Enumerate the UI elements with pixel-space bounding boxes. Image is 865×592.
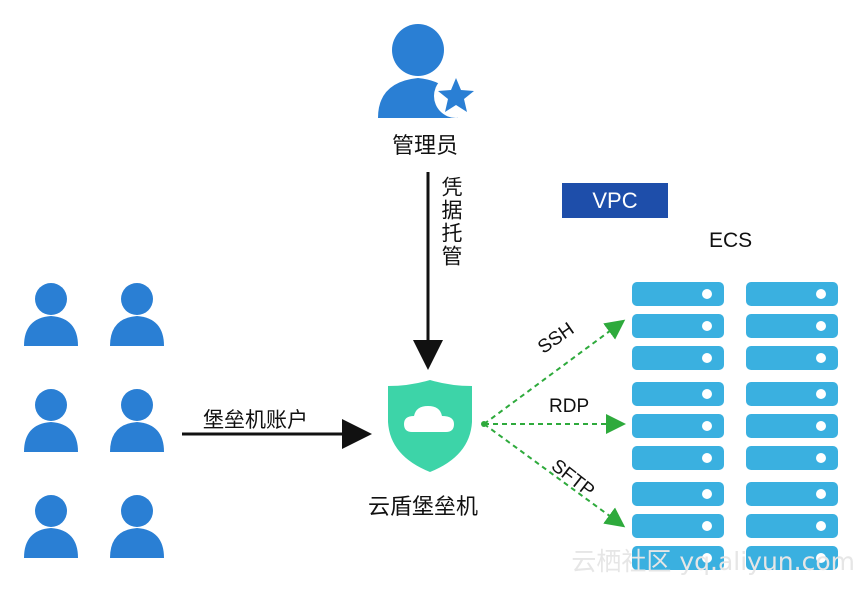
server-unit	[746, 546, 838, 570]
user-icon	[24, 495, 78, 558]
sftp-arrow	[483, 423, 626, 528]
protocol-rdp: RDP	[549, 396, 590, 417]
server-led	[702, 389, 712, 399]
user-icon	[110, 283, 164, 346]
user-icon	[110, 495, 164, 558]
ecs-title: ECS	[709, 229, 753, 252]
server-unit	[632, 382, 724, 406]
credential-label: 凭据托管	[439, 176, 463, 268]
server-unit	[746, 382, 838, 406]
server-unit	[632, 346, 724, 370]
server-led	[816, 321, 826, 331]
server-led	[816, 489, 826, 499]
server-unit	[632, 482, 724, 506]
server-led	[816, 289, 826, 299]
server-led	[816, 353, 826, 363]
user-icon	[110, 389, 164, 452]
server-unit	[746, 514, 838, 538]
server-led	[702, 453, 712, 463]
server-unit	[746, 282, 838, 306]
user-icon	[24, 283, 78, 346]
server-led	[702, 489, 712, 499]
server-unit	[746, 446, 838, 470]
account-label: 堡垒机账户	[203, 408, 308, 432]
server-led	[702, 421, 712, 431]
server-led	[816, 389, 826, 399]
server-led	[816, 553, 826, 563]
vpc-badge: VPC	[562, 183, 668, 218]
server-unit	[632, 446, 724, 470]
server-led	[702, 289, 712, 299]
server-led	[702, 521, 712, 531]
user-icon	[24, 389, 78, 452]
server-unit	[632, 282, 724, 306]
server-unit	[632, 546, 724, 570]
server-led	[816, 421, 826, 431]
server-led	[816, 453, 826, 463]
server-led	[702, 553, 712, 563]
ssh-arrow	[483, 319, 626, 425]
server-unit	[746, 314, 838, 338]
server-unit	[746, 414, 838, 438]
server-unit	[632, 314, 724, 338]
shield-cloud-icon	[388, 380, 472, 472]
server-unit	[632, 414, 724, 438]
server-led	[702, 353, 712, 363]
server-unit	[746, 482, 838, 506]
connector-origin	[481, 421, 487, 427]
server-unit	[632, 514, 724, 538]
server-led	[816, 521, 826, 531]
admin-label: 管理员	[392, 134, 459, 159]
server-led	[702, 321, 712, 331]
server-unit	[746, 346, 838, 370]
watermark: 云栖社区 yq.aliyun.com	[571, 547, 855, 576]
admin-star-user-icon	[378, 24, 478, 118]
bastion-label: 云盾堡垒机	[368, 495, 479, 520]
